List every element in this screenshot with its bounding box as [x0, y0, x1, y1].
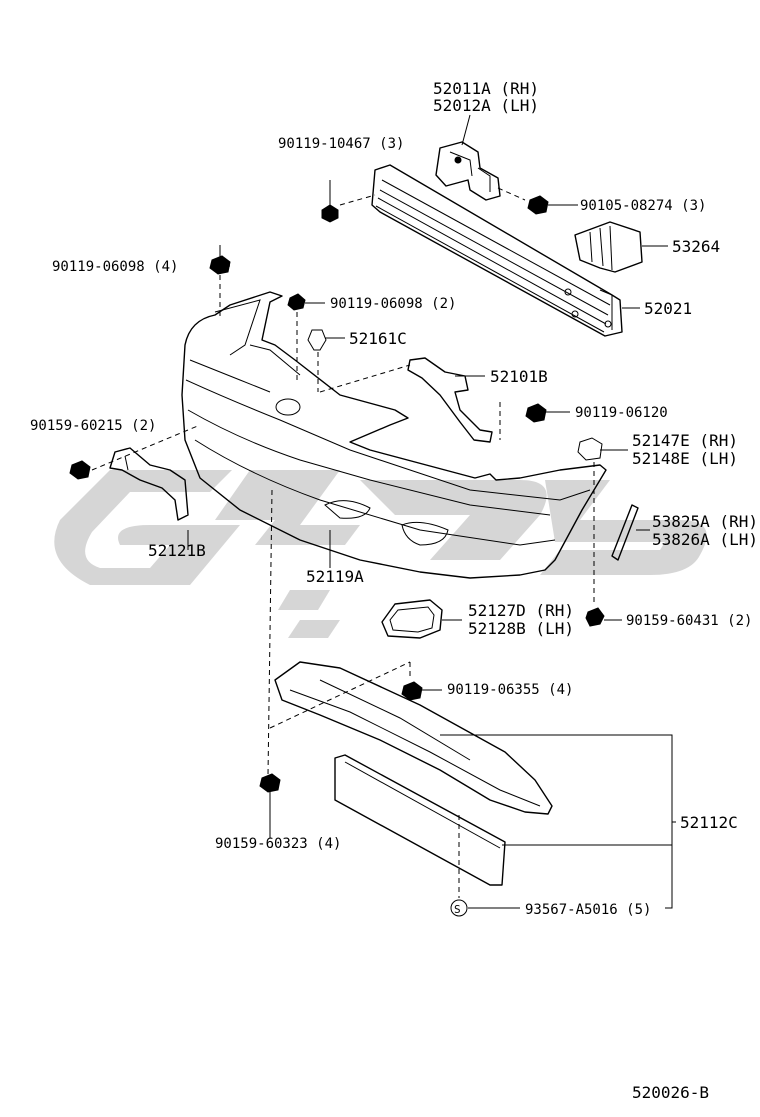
assembly-guides	[91, 187, 595, 898]
leader-lines	[187, 114, 676, 909]
side-moulding	[611, 504, 639, 561]
bumper-cover	[181, 291, 607, 579]
lower-side-bracket	[109, 447, 189, 521]
label-screw-right: 90159-60431 (2)	[626, 613, 752, 629]
label-bumper-cover: 52119A	[306, 567, 364, 586]
label-bolt-top: 90119-10467 (3)	[278, 136, 404, 152]
s-symbol-label: S	[454, 903, 461, 916]
label-undercover: 52112C	[680, 813, 738, 832]
s-screw-icon	[450, 899, 468, 917]
fog-lamp-cover	[381, 599, 443, 639]
label-cover-rh: 52127D (RH)	[468, 601, 574, 620]
diagram-code: 520026-B	[632, 1083, 709, 1102]
bumper-support	[407, 357, 493, 443]
reinforcement-bracket	[435, 141, 501, 201]
label-bracket-lh: 52012A (LH)	[433, 96, 539, 115]
label-retainer-left: 90159-60215 (2)	[30, 418, 156, 434]
label-moulding-lh: 53826A (LH)	[652, 530, 758, 549]
label-bracket-lower: 52121B	[148, 541, 206, 560]
label-bolt-lower: 90119-06355 (4)	[447, 682, 573, 698]
energy-absorber	[574, 221, 643, 273]
label-screw-lower: 90159-60323 (4)	[215, 836, 341, 852]
label-bolt-left: 90119-06098 (4)	[52, 259, 178, 275]
bumper-reinforcement	[371, 164, 623, 337]
label-clip-rh: 52147E (RH)	[632, 431, 738, 450]
label-support: 52101B	[490, 367, 548, 386]
fasteners	[69, 180, 605, 917]
label-clip-lh: 52148E (LH)	[632, 449, 738, 468]
label-bolt-support: 90119-06120	[575, 405, 668, 421]
label-reinforcement: 52021	[644, 299, 692, 318]
label-clip-mid: 52161C	[349, 329, 407, 348]
label-bolt-mid: 90119-06098 (2)	[330, 296, 456, 312]
label-screw-s: 93567-A5016 (5)	[525, 902, 651, 918]
label-moulding-rh: 53825A (RH)	[652, 512, 758, 531]
watermark-logo	[54, 470, 707, 638]
label-absorber: 53264	[672, 237, 720, 256]
label-bracket-rh: 52011A (RH)	[433, 79, 539, 98]
lower-undercover	[274, 661, 553, 886]
label-cover-lh: 52128B (LH)	[468, 619, 574, 638]
label-bolt-reinf: 90105-08274 (3)	[580, 198, 706, 214]
part-labels: 52011A (RH) 52012A (LH) 90119-10467 (3) …	[30, 79, 758, 1102]
